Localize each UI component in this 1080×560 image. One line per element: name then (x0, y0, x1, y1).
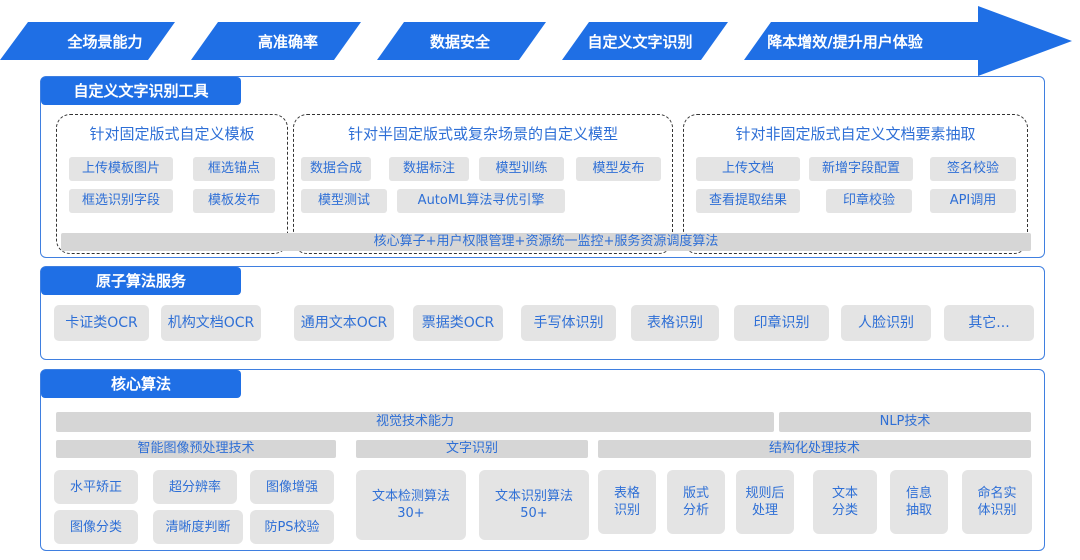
chip: 模型测试 (301, 189, 387, 213)
algo-chip: 信息 抽取 (890, 470, 948, 534)
banner-item: 全场景能力 (67, 33, 143, 51)
structured-bar: 结构化处理技术 (598, 440, 1031, 458)
chip: 新增字段配置 (809, 157, 913, 181)
algo-chip: 清晰度判断 (153, 510, 243, 544)
algo-chip: 规则后 处理 (736, 470, 794, 534)
algo-chip: 表格 识别 (598, 470, 656, 534)
service-chip: 人脸识别 (841, 305, 931, 341)
service-chip: 通用文本OCR (294, 305, 394, 341)
algo-chip: 图像分类 (54, 510, 138, 544)
banner-item: 高准确率 (257, 33, 318, 51)
semi-fixed-model-group: 针对半固定版式或复杂场景的自定义模型 数据合成 数据标注 模型训练 模型发布 模… (293, 114, 673, 254)
chip: 上传文档 (696, 157, 800, 181)
algo-chip: 图像增强 (250, 470, 334, 504)
preprocess-bar: 智能图像预处理技术 (56, 440, 336, 458)
fixed-template-group: 针对固定版式自定义模板 上传模板图片 框选锚点 框选识别字段 模板发布 (56, 114, 288, 254)
panel-title: 原子算法服务 (41, 267, 241, 295)
algo-chip: 防PS校验 (250, 510, 334, 544)
chip: 模型发布 (576, 157, 661, 181)
chip: 数据标注 (389, 157, 469, 181)
text-recognition-bar: 文字识别 (356, 440, 588, 458)
chip: AutoML算法寻优引擎 (397, 189, 565, 213)
banner-item: 降本增效/提升用户体验 (767, 33, 923, 51)
chip: 印章校验 (826, 189, 912, 213)
atomic-service-panel: 原子算法服务 卡证类OCR 机构文档OCR 通用文本OCR 票据类OCR 手写体… (40, 266, 1045, 360)
chip: 框选锚点 (193, 157, 275, 181)
service-chip: 手写体识别 (521, 305, 616, 341)
chip: API调用 (930, 189, 1016, 213)
chip: 数据合成 (301, 157, 371, 181)
service-chip: 印章识别 (734, 305, 829, 341)
chip: 模板发布 (193, 189, 275, 213)
service-chip: 表格识别 (631, 305, 719, 341)
algo-chip: 文本 分类 (813, 470, 877, 534)
service-chip: 票据类OCR (413, 305, 503, 341)
algo-chip: 文本检测算法 30+ (356, 470, 466, 540)
chip: 模型训练 (479, 157, 564, 181)
visual-capability-bar: 视觉技术能力 (56, 412, 774, 432)
service-chip: 其它... (944, 305, 1034, 341)
group-title: 针对非固定版式自定义文档要素抽取 (735, 125, 976, 143)
panel-title: 自定义文字识别工具 (41, 77, 241, 105)
top-banner: 全场景能力 高准确率 数据安全 自定义文字识别 降本增效/提升用户体验 (0, 0, 1080, 80)
banner-item: 自定义文字识别 (587, 33, 693, 51)
banner-arrow (0, 6, 1072, 76)
nlp-bar: NLP技术 (779, 412, 1031, 432)
service-chip: 机构文档OCR (161, 305, 261, 341)
algo-chip: 命名实 体识别 (962, 470, 1032, 534)
service-chip: 卡证类OCR (54, 305, 149, 341)
algo-chip: 版式 分析 (667, 470, 725, 534)
chip: 框选识别字段 (69, 189, 173, 213)
non-fixed-extract-group: 针对非固定版式自定义文档要素抽取 上传文档 新增字段配置 签名校验 查看提取结果… (683, 114, 1028, 254)
algo-chip: 超分辨率 (153, 470, 237, 504)
group-title: 针对固定版式自定义模板 (89, 125, 255, 143)
banner-item: 数据安全 (429, 33, 490, 51)
chip: 上传模板图片 (69, 157, 173, 181)
chip: 签名校验 (930, 157, 1016, 181)
group-title: 针对半固定版式或复杂场景的自定义模型 (347, 125, 618, 143)
chip: 查看提取结果 (696, 189, 800, 213)
core-algorithm-panel: 核心算法 视觉技术能力 NLP技术 智能图像预处理技术 文字识别 结构化处理技术… (40, 369, 1045, 551)
panel-title: 核心算法 (41, 370, 241, 398)
algo-chip: 水平矫正 (54, 470, 138, 504)
core-operator-bar: 核心算子+用户权限管理+资源统一监控+服务资源调度算法 (61, 233, 1031, 251)
algo-chip: 文本识别算法 50+ (479, 470, 589, 540)
custom-tool-panel: 自定义文字识别工具 针对固定版式自定义模板 上传模板图片 框选锚点 框选识别字段… (40, 76, 1045, 258)
